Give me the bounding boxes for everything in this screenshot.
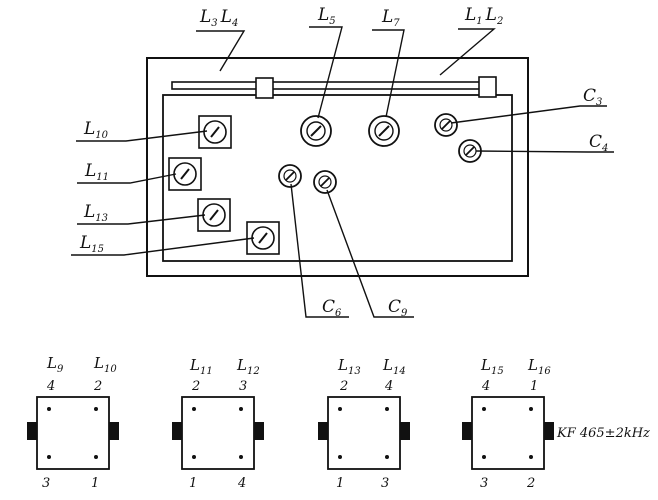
label-c6: C6 xyxy=(322,297,342,319)
filter-module-2: L11 L12 2 3 1 4 xyxy=(172,356,264,491)
filter-module-3: L13 L14 2 4 1 3 xyxy=(318,356,410,491)
label-l13: L13 xyxy=(83,202,108,224)
pin-bl: 3 xyxy=(480,476,488,491)
terminal-left xyxy=(318,422,328,440)
terminal-left xyxy=(462,422,472,440)
pin-tl: 4 xyxy=(481,379,490,394)
pin-br: 2 xyxy=(526,476,535,491)
capacitor-c3 xyxy=(434,113,458,137)
pin-bl: 1 xyxy=(189,476,197,491)
pin-tl: 2 xyxy=(191,379,200,394)
label-c3: C3 xyxy=(583,86,602,108)
board xyxy=(146,57,529,277)
label-l7: L7 xyxy=(381,7,400,29)
terminal-left xyxy=(172,422,182,440)
pin-br: 1 xyxy=(91,476,99,491)
terminal-right xyxy=(544,422,554,440)
module-label-2: L14 xyxy=(382,356,406,377)
pin-bl: 1 xyxy=(336,476,344,491)
label-l5: L5 xyxy=(317,5,336,27)
pin-tl: 2 xyxy=(339,379,348,394)
capacitor-c9 xyxy=(313,170,337,194)
pin-br: 3 xyxy=(381,476,389,491)
label-l10: L10 xyxy=(83,119,109,141)
filter-frequency-label: KF 465±2kHz xyxy=(556,426,650,441)
module-label-1: L9 xyxy=(46,354,64,375)
pin-bl: 3 xyxy=(42,476,50,491)
module-label-2: L12 xyxy=(236,356,260,377)
label-c9: C9 xyxy=(388,297,408,319)
pin-tr: 1 xyxy=(530,379,538,394)
capacitor-c6 xyxy=(278,164,302,188)
rail-clamp-right xyxy=(478,76,497,98)
terminal-left xyxy=(27,422,37,440)
filter-module-4: L15 L16 4 1 3 2 xyxy=(462,356,554,491)
label-l11: L11 xyxy=(84,161,109,183)
label-l15: L15 xyxy=(79,233,104,255)
coil-l7 xyxy=(368,115,400,147)
pin-tr: 2 xyxy=(93,379,102,394)
pin-tr: 4 xyxy=(384,379,393,394)
module-label-1: L15 xyxy=(480,356,504,377)
module-label-1: L11 xyxy=(189,356,213,377)
pin-br: 4 xyxy=(237,476,246,491)
pin-tr: 3 xyxy=(239,379,247,394)
filter-module-1: L9 L10 4 2 3 1 xyxy=(27,354,119,491)
label-c4: C4 xyxy=(589,132,608,154)
coil-l5 xyxy=(300,115,332,147)
leader-lines xyxy=(71,26,614,318)
pin-tl: 4 xyxy=(46,379,55,394)
board-outer-frame xyxy=(146,57,529,277)
module-label-2: L10 xyxy=(93,354,117,375)
board-inner-panel xyxy=(162,94,513,262)
top-rail xyxy=(171,81,493,90)
module-label-2: L16 xyxy=(527,356,551,377)
terminal-right xyxy=(400,422,410,440)
terminal-right xyxy=(109,422,119,440)
module-label-1: L13 xyxy=(337,356,361,377)
terminal-right xyxy=(254,422,264,440)
rail-clamp-left xyxy=(255,77,274,99)
